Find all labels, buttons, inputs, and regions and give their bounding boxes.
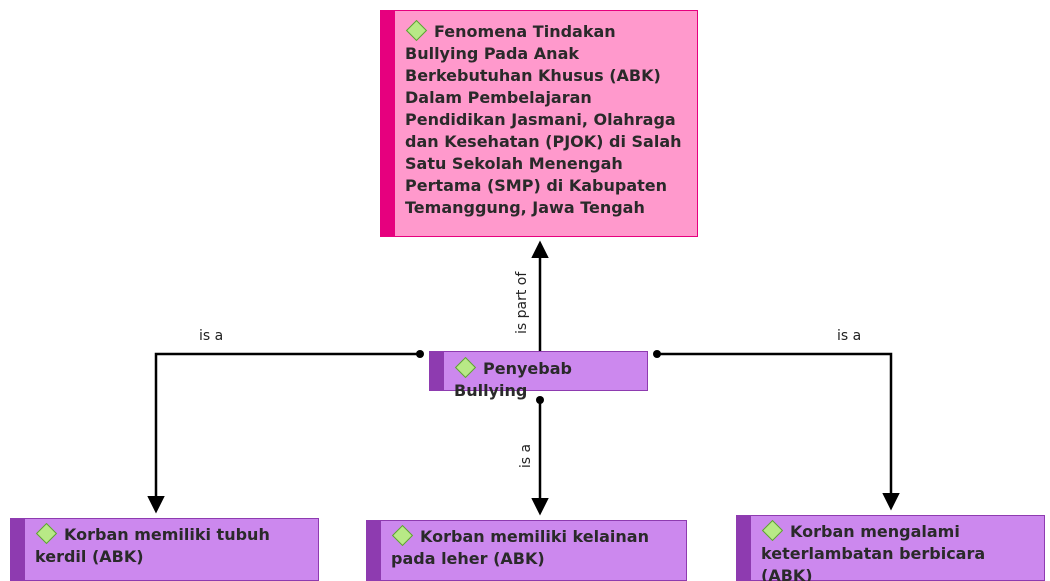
node-label: Penyebab Bullying: [454, 359, 572, 400]
concept-node-kelainan-leher[interactable]: Korban memiliki kelainan pada leher (ABK…: [366, 520, 687, 581]
node-accent-bar: [11, 519, 25, 580]
node-accent-bar: [430, 352, 444, 390]
topic-node-main[interactable]: Fenomena Tindakan Bullying Pada Anak Ber…: [380, 10, 698, 237]
concept-node-keterlambatan-berbicara[interactable]: Korban mengalami keterlambatan berbicara…: [736, 515, 1045, 581]
diamond-icon: [454, 356, 477, 379]
edge-is-a-left[interactable]: [147, 350, 424, 514]
node-label: Korban memiliki kelainan pada leher (ABK…: [391, 527, 649, 568]
edge-label-is-a-middle: is a: [518, 443, 534, 469]
node-label: Korban mengalami keterlambatan berbicara…: [761, 522, 986, 581]
diamond-icon: [761, 519, 784, 542]
diamond-icon: [391, 524, 414, 547]
node-accent-bar: [367, 521, 381, 580]
concept-node-tubuh-kerdil[interactable]: Korban memiliki tubuh kerdil (ABK): [10, 518, 319, 581]
diamond-icon: [35, 522, 58, 545]
edge-is-a-middle[interactable]: [531, 396, 549, 516]
node-accent-bar: [381, 11, 395, 236]
edge-label-is-a-left: is a: [199, 328, 224, 344]
edge-label-is-part-of: is part of: [514, 271, 530, 334]
node-accent-bar: [737, 516, 751, 580]
concept-node-penyebab-bullying[interactable]: Penyebab Bullying: [429, 351, 648, 400]
node-label: Korban memiliki tubuh kerdil (ABK): [35, 525, 270, 566]
edge-is-a-right[interactable]: [653, 350, 900, 511]
edge-label-is-a-right: is a: [837, 328, 862, 344]
node-label: Fenomena Tindakan Bullying Pada Anak Ber…: [405, 22, 682, 217]
diamond-icon: [405, 19, 428, 42]
